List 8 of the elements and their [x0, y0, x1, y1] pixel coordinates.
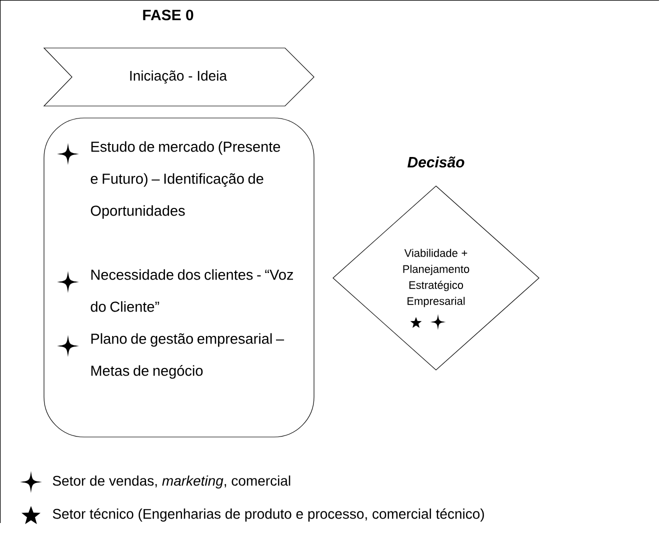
- legend-text: Setor de vendas, marketing, comercial: [52, 475, 290, 489]
- node-label: Estudo de mercado (Presente e Futuro) – Identificação de Oportunidades: [90, 141, 280, 219]
- node-label: Plano de gestão empresarial – Metas de negócio: [91, 333, 284, 379]
- legend-text: Setor técnico (Engenharias de produto e processo, comercial técnico): [52, 508, 484, 522]
- decision-heading: Decisão: [408, 156, 464, 168]
- rounded-box: Estudo de mercado (Presente e Futuro) – Identificação de Oportunidades Necessidade dos clientes - “Voz do Cliente” Plano de gestão empresarial – Metas de negócio: [44, 118, 314, 438]
- node-label: Necessidade dos clientes - “Voz do Cliente”: [90, 269, 293, 312]
- frame-title: FASE 0: [143, 10, 194, 20]
